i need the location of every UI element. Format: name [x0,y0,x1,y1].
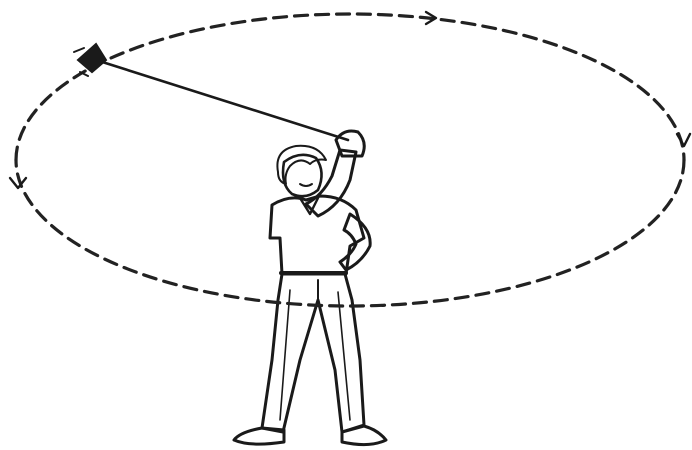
trousers [262,274,364,432]
person-figure [234,131,386,445]
string-line [96,60,348,140]
circular-path-back [16,14,684,160]
shoes [234,426,386,445]
head [277,146,326,196]
chevron-arrow-icon [10,12,690,188]
left-arm [340,214,370,270]
small-mass-icon [74,44,106,76]
